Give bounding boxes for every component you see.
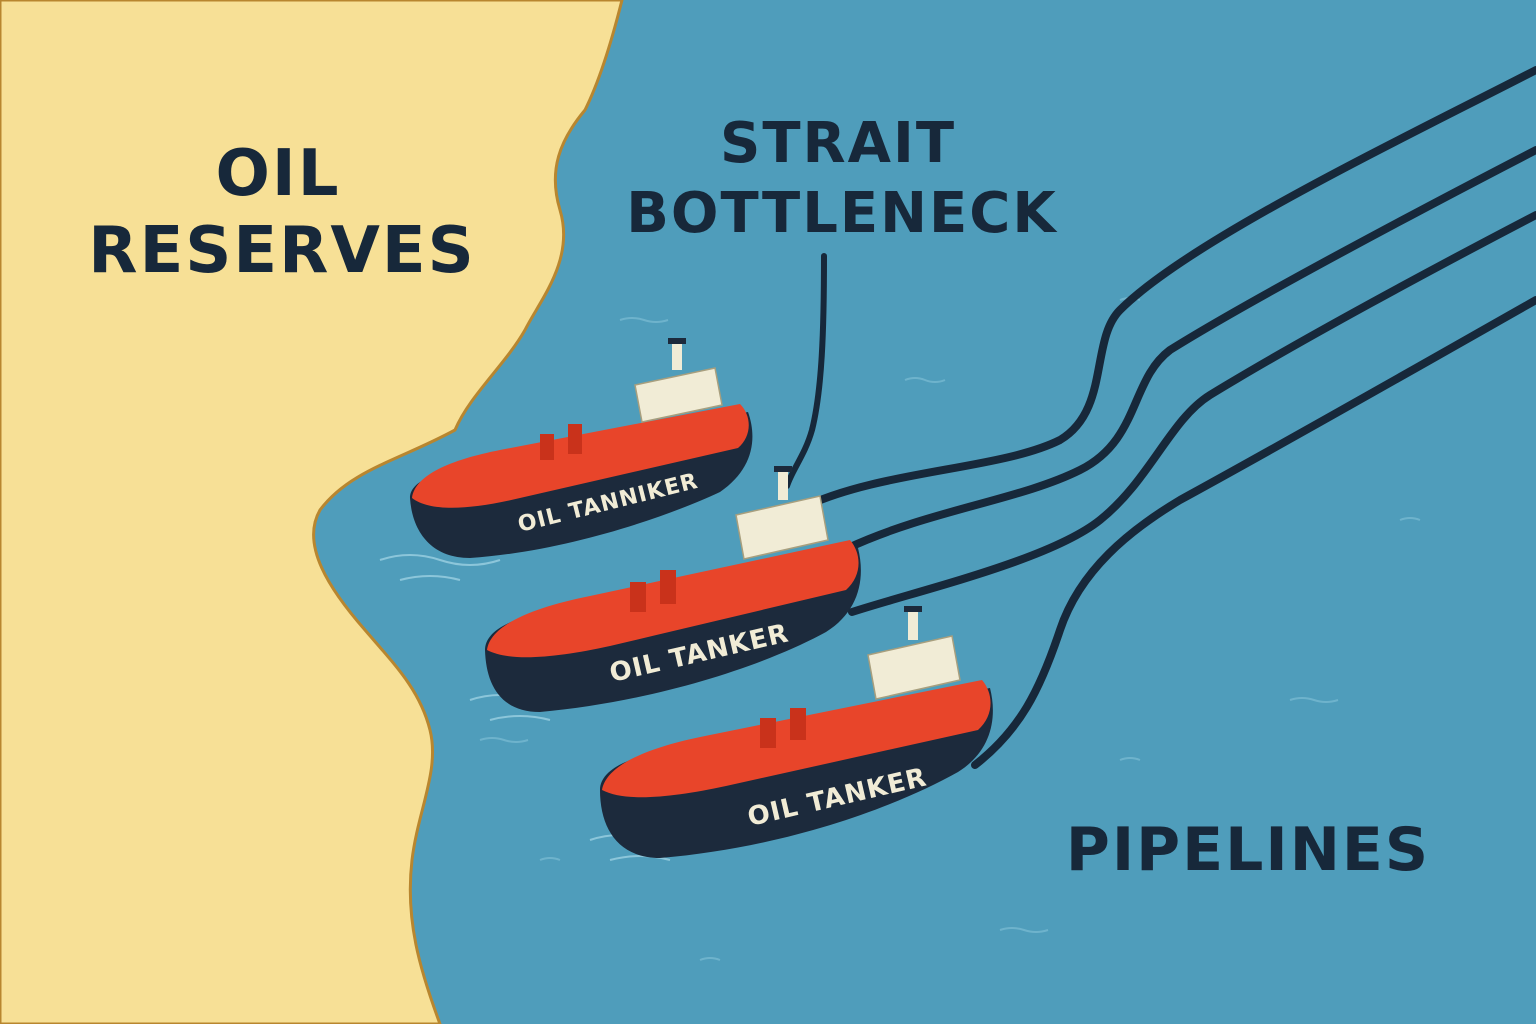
tanker-1-deck-fitting <box>568 424 582 454</box>
oil-tanker-2: OIL TANKER <box>469 466 861 721</box>
tanker-2-deck-fitting <box>630 582 646 612</box>
tanker-2-funnel-cap <box>774 466 792 472</box>
strait-label-line1: STRAIT <box>720 111 956 176</box>
tanker-3-funnel <box>908 610 918 640</box>
tanker-1-funnel-cap <box>668 338 686 344</box>
pipelines <box>798 66 1536 769</box>
tanker-1-bridge <box>634 367 723 423</box>
tanker-2-deck-fitting <box>660 570 676 604</box>
tanker-3-deck-fitting <box>760 718 776 748</box>
pipeline-2 <box>844 146 1536 552</box>
tanker-1-wake <box>379 554 501 581</box>
oil-reserves-label-line2: RESERVES <box>88 214 475 288</box>
tanker-2-funnel <box>778 470 788 500</box>
pipeline-1 <box>798 66 1536 512</box>
oil-tanker-1: OIL TANNIKER <box>379 338 753 581</box>
pipeline-3 <box>848 211 1536 616</box>
tanker-3-bridge <box>867 635 961 700</box>
oil-reserves-label-line1: OIL <box>216 137 341 211</box>
tanker-1-deck-fitting <box>540 434 554 460</box>
tanker-3-funnel-cap <box>904 606 922 612</box>
tanker-1-deck <box>412 404 749 508</box>
pipelines-label: PIPELINES <box>1066 815 1430 885</box>
pipeline-4 <box>971 296 1536 769</box>
tanker-1-funnel <box>672 342 682 370</box>
strait-label-line2: BOTTLENECK <box>626 181 1058 246</box>
tanker-3-deck-fitting <box>790 708 806 740</box>
strait-leader-line <box>784 253 827 489</box>
land-oil-reserves <box>0 0 624 1024</box>
tanker-2-bridge <box>735 495 829 560</box>
